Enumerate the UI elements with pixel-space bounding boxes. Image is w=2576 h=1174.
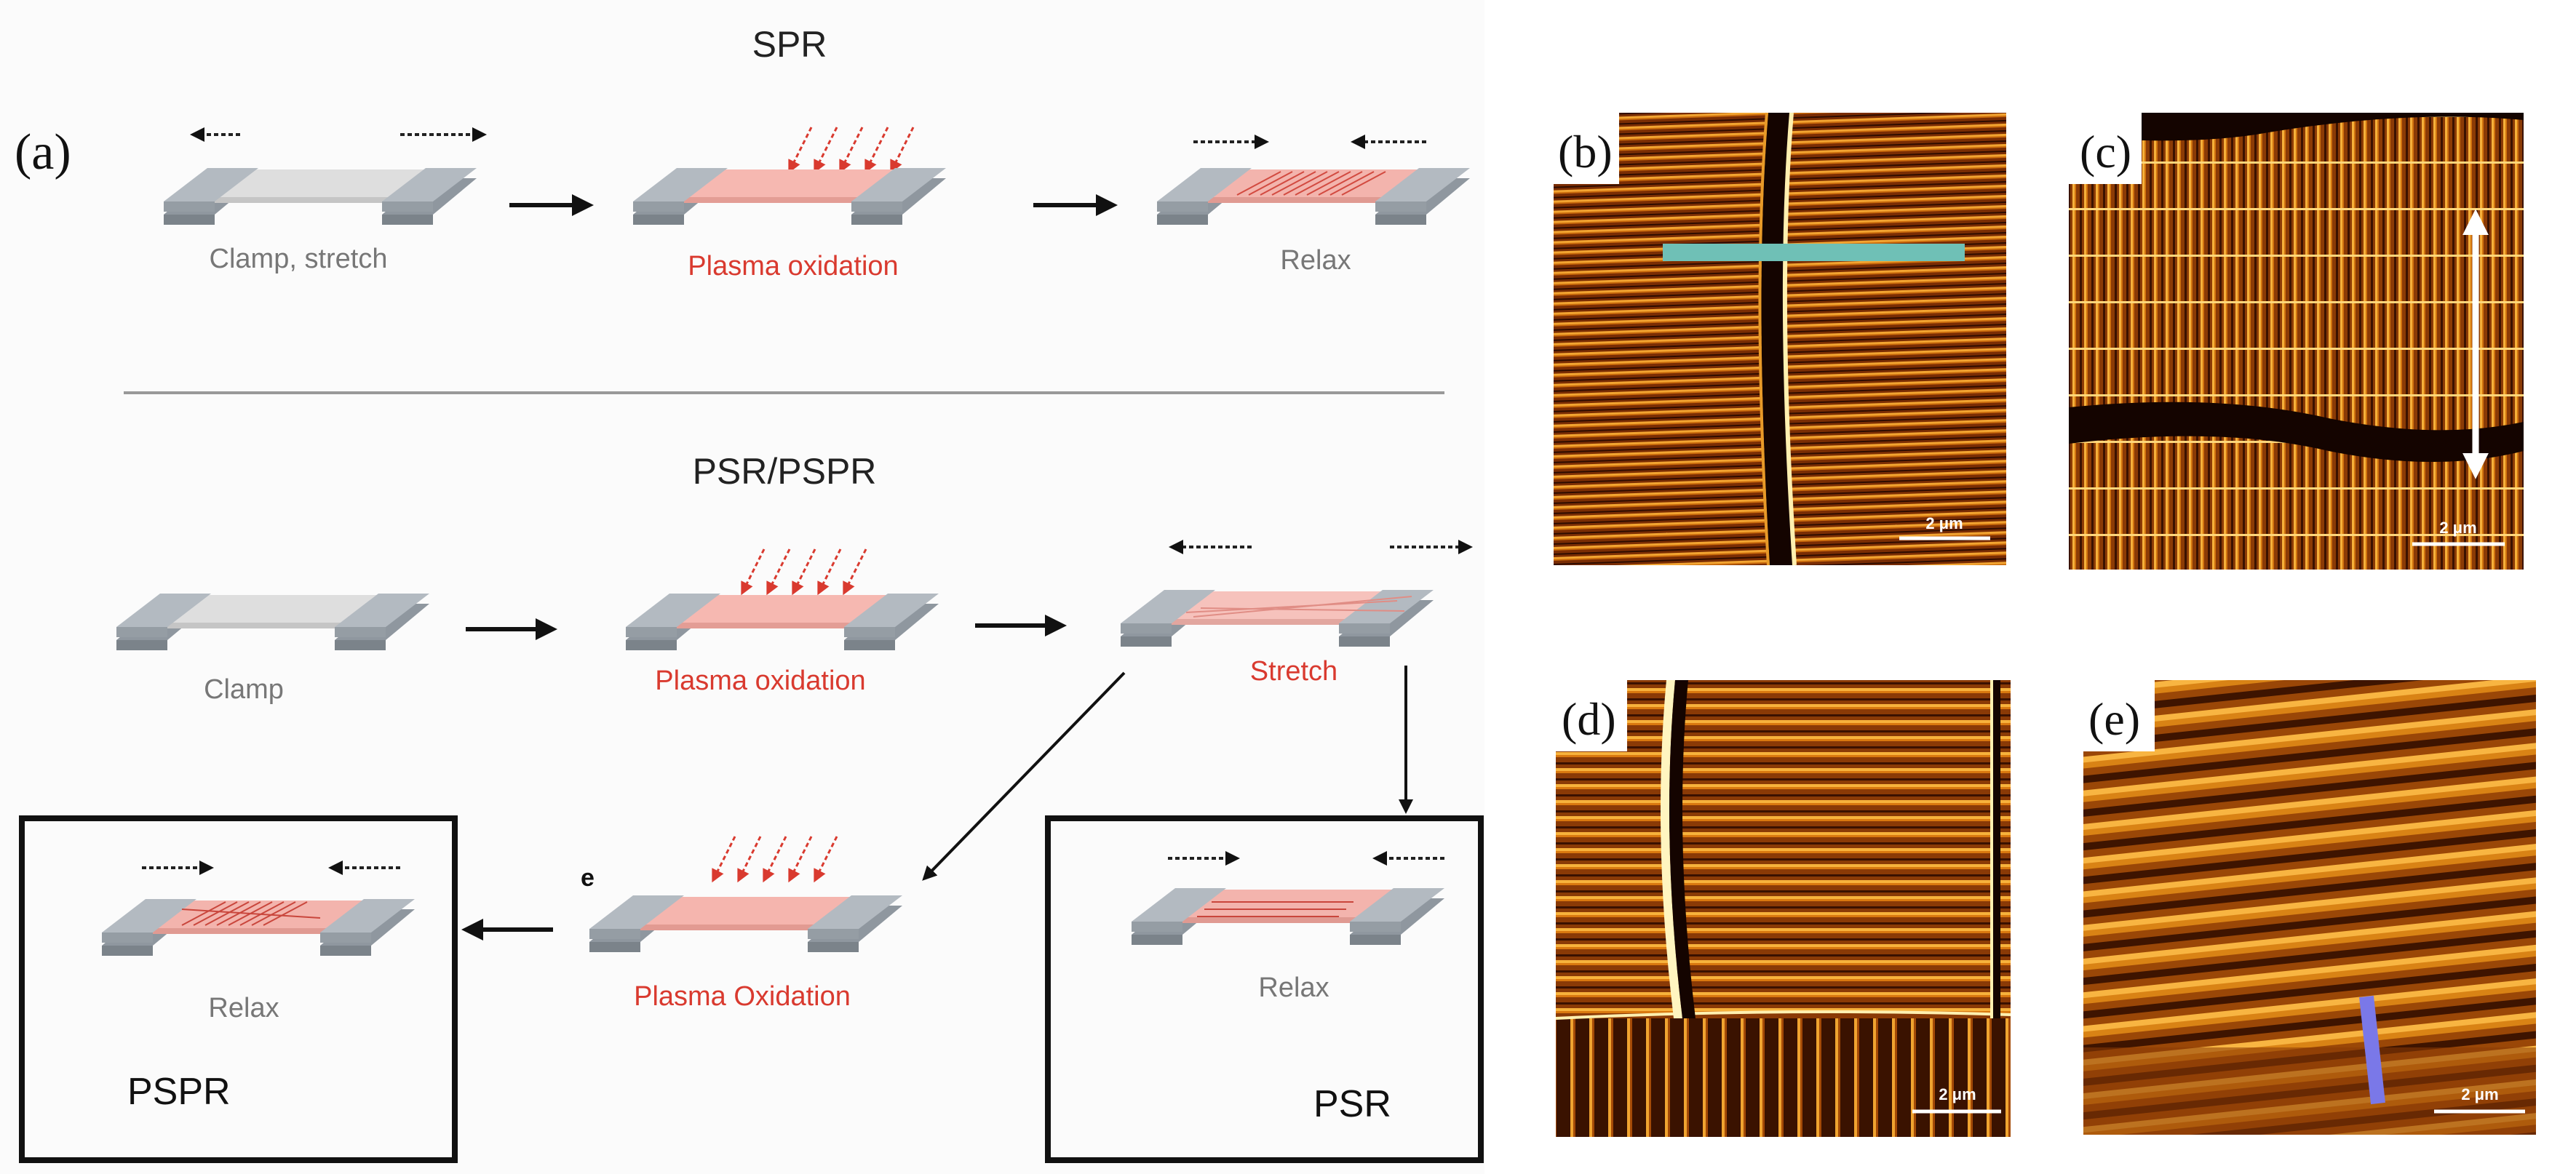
step-marker-e: e <box>581 864 595 892</box>
afm-b-label: (b) <box>1558 126 1613 177</box>
psr-box-label: PSR <box>1313 1083 1391 1125</box>
plasma-rays-icon <box>712 836 838 883</box>
afm-image-d: (d) 2 μm <box>1555 680 2011 1137</box>
afm-e-label: (e) <box>2088 693 2140 745</box>
psr-step-plasma: Plasma oxidation <box>626 548 939 696</box>
psr-result-box <box>1045 815 1484 1163</box>
spr-step3-label: Relax <box>1280 245 1351 276</box>
afm-image-c: (c) 2 μm <box>2069 113 2524 570</box>
spr-step-relax: Relax <box>1157 135 1470 276</box>
psr-relax: Relax PSR <box>1132 851 1444 1125</box>
psr-title: PSR/PSPR <box>693 451 877 492</box>
spr-step-clamp-stretch: Clamp, stretch <box>164 127 487 274</box>
spr-title: SPR <box>752 24 827 65</box>
afm-image-b: (b) 2 μm <box>1554 112 2006 566</box>
profile-bar-cyan <box>1663 244 1965 261</box>
psr-step3-label: Stretch <box>1250 656 1337 687</box>
afm-d-scale: 2 μm <box>1939 1085 1976 1103</box>
afm-c-scale: 2 μm <box>2439 519 2476 537</box>
branch-arrow-to-reoxidation-icon <box>922 671 1126 881</box>
pspr-relax: Relax PSPR <box>102 860 415 1113</box>
plasma-rays-icon <box>741 548 867 596</box>
wrinkle-lines-icon <box>1197 901 1353 917</box>
pspr-box-label: PSPR <box>127 1071 231 1113</box>
plasma-rays-icon <box>788 127 915 174</box>
spr-step1-label: Clamp, stretch <box>210 244 388 274</box>
wrinkle-lines-icon <box>181 901 321 926</box>
stretch-lines-icon <box>1185 596 1412 618</box>
psr-step1-label: Clamp <box>204 674 284 705</box>
pspr-relax-label: Relax <box>208 993 279 1023</box>
psr-step-stretch: Stretch <box>1121 540 1473 687</box>
psr-relax-label: Relax <box>1258 973 1329 1003</box>
psr-step2-label: Plasma oxidation <box>655 666 865 696</box>
afm-image-e: (e) 2 μm <box>2083 680 2536 1135</box>
afm-e-scale: 2 μm <box>2461 1085 2498 1103</box>
wrinkle-lines-icon <box>1236 171 1386 196</box>
psr-step-plasma-2: e Plasma Oxidation <box>581 836 902 1012</box>
panel-a-label: (a) <box>15 124 71 180</box>
psr-step-clamp: Clamp <box>116 594 429 705</box>
spr-step2-label: Plasma oxidation <box>688 251 898 281</box>
profile-bar-blue <box>2359 995 2385 1105</box>
afm-c-label: (c) <box>2080 126 2131 177</box>
pspr-result-box <box>19 815 458 1163</box>
afm-d-label: (d) <box>1562 693 1616 745</box>
psr-step4-label: Plasma Oxidation <box>634 981 851 1012</box>
spr-step-plasma: Plasma oxidation <box>633 127 946 281</box>
afm-b-scale: 2 μm <box>1925 514 1963 532</box>
